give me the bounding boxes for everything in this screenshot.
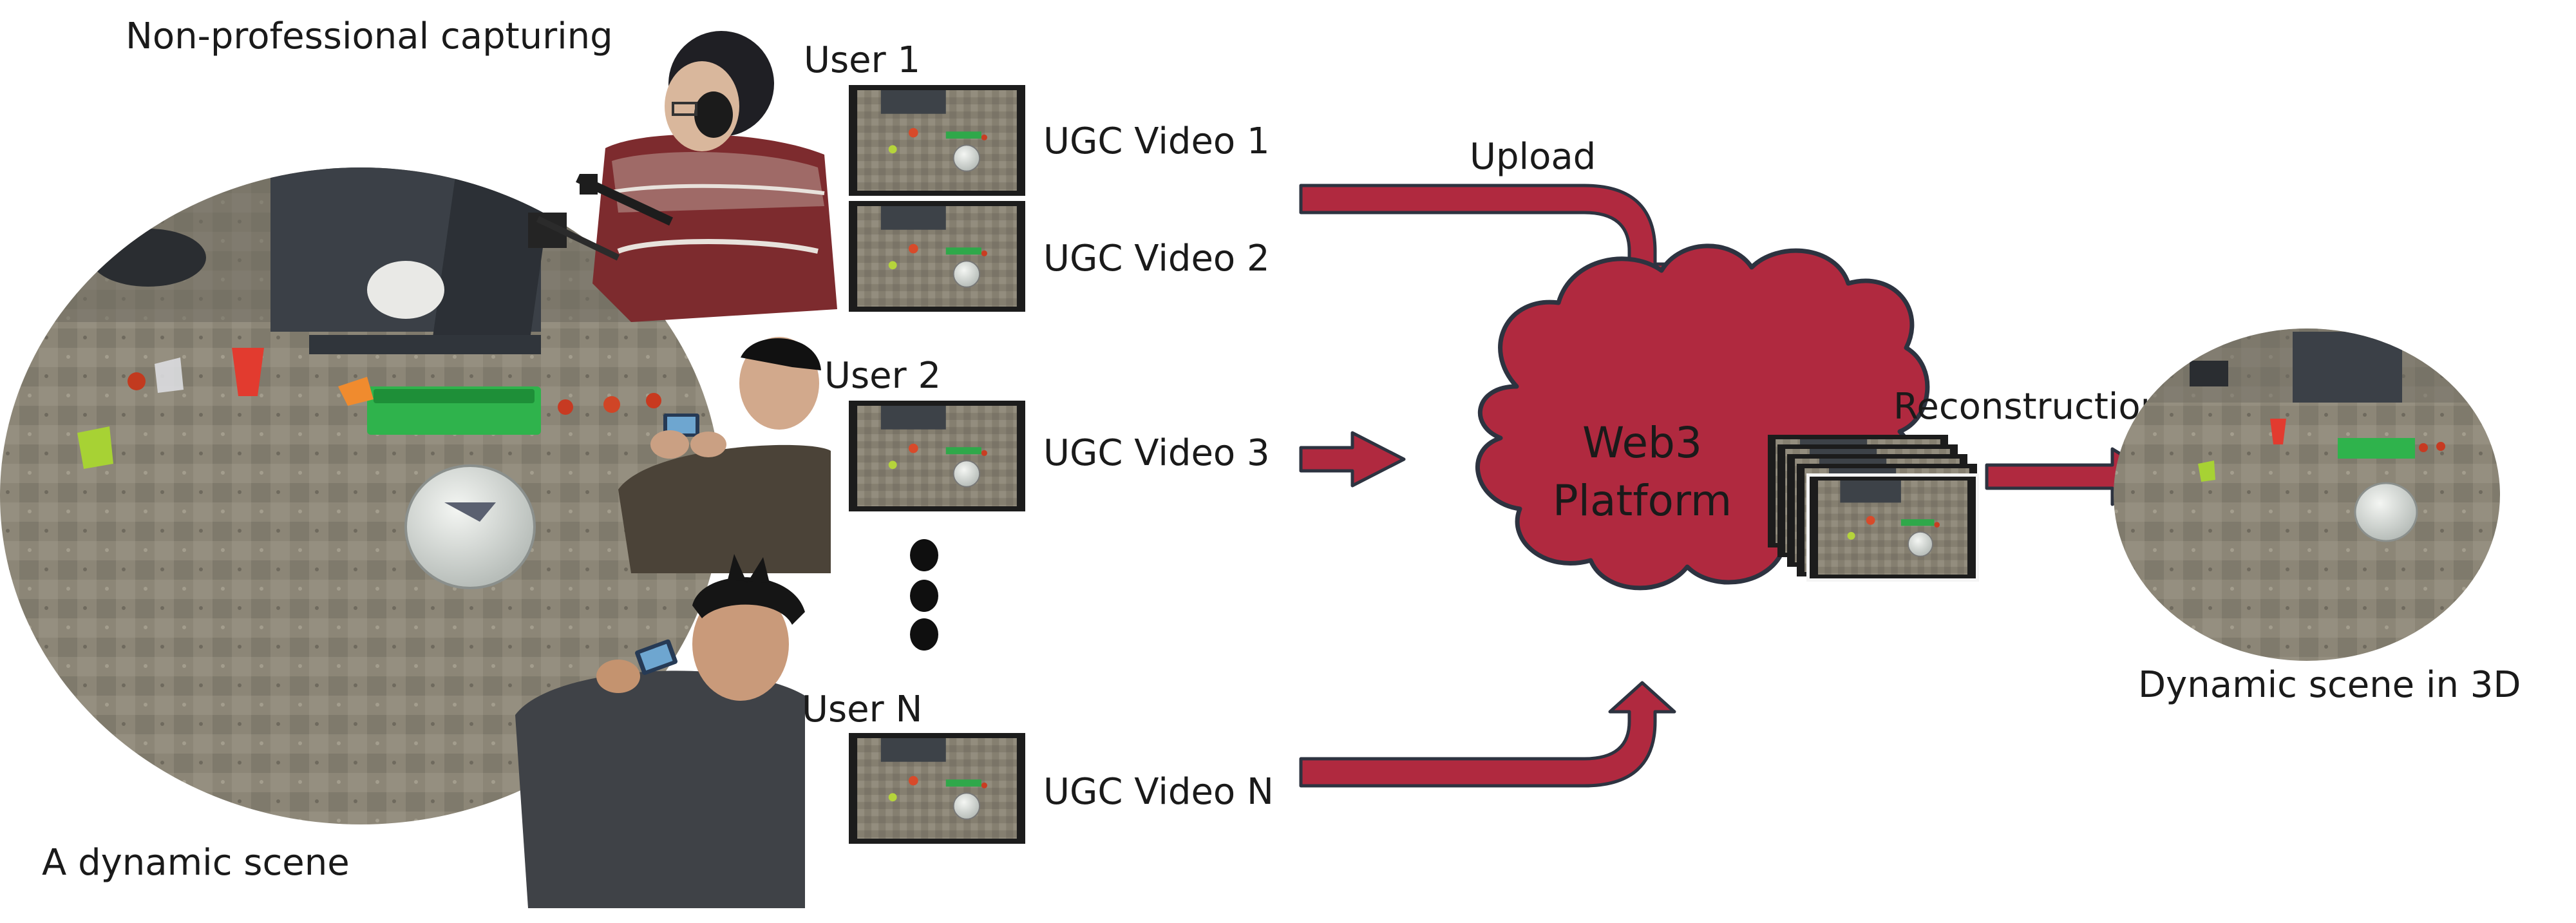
ellipsis-dots	[910, 539, 938, 651]
dynamic-scene-label: A dynamic scene	[42, 842, 350, 884]
platform-line-2: Platform	[1553, 476, 1732, 526]
user-2-label: User 2	[824, 355, 941, 397]
ugc-video-2-label: UGC Video 2	[1043, 238, 1270, 280]
platform-line-1: Web3	[1582, 418, 1702, 468]
non-professional-label: Non-professional capturing	[126, 15, 613, 57]
reconstructed-3d-scene	[2114, 328, 2500, 661]
user-n-label: User N	[802, 689, 922, 730]
user-2-person	[618, 337, 831, 573]
video-3-arrow	[1299, 431, 1406, 488]
video-thumbnail-2	[849, 201, 1025, 312]
reconstruction-label: Reconstruction	[1893, 386, 2163, 428]
user-1-label: User 1	[804, 39, 920, 81]
video-thumbnail-n	[849, 733, 1025, 844]
ugc-video-1-label: UGC Video 1	[1043, 120, 1270, 162]
video-thumbnail-1	[849, 85, 1025, 196]
user-n-person	[515, 554, 805, 908]
upload-label: Upload	[1470, 136, 1596, 178]
user-1-person	[528, 31, 837, 323]
video-thumbnail-3	[849, 401, 1025, 511]
video-n-arrow	[1299, 681, 1676, 788]
ugc-video-n-label: UGC Video N	[1043, 771, 1274, 813]
result-label: Dynamic scene in 3D	[2138, 664, 2521, 706]
ugc-video-3-label: UGC Video 3	[1043, 432, 1270, 474]
frame-stack	[1768, 435, 1979, 582]
